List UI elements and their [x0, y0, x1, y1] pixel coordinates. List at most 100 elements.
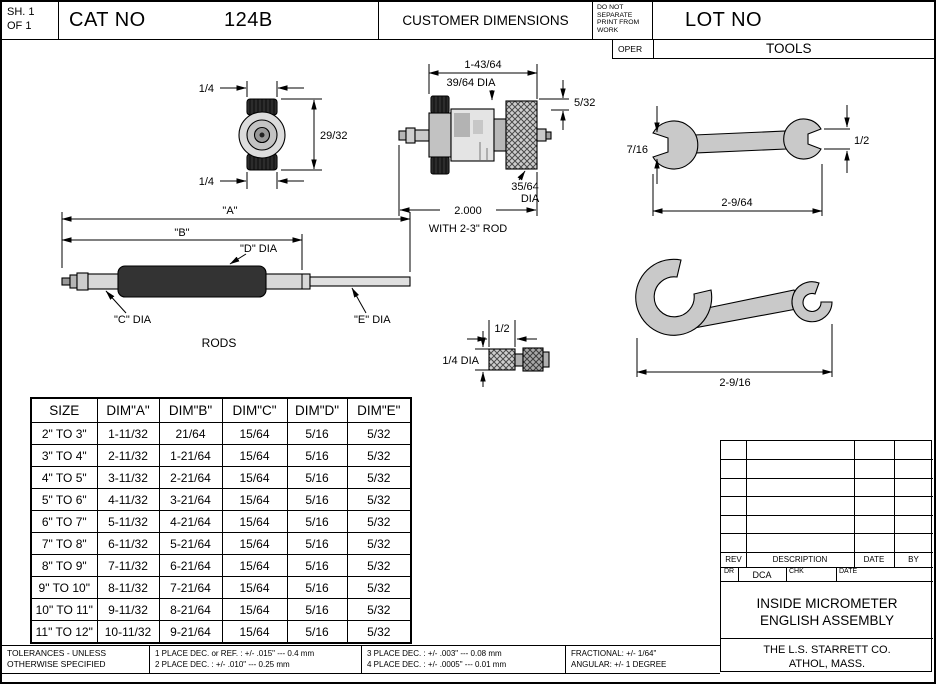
table-cell: 5/16: [286, 620, 348, 644]
dim-label: 1-43/64: [464, 59, 501, 71]
table-cell: 15/64: [221, 532, 288, 555]
grid-line: [721, 478, 933, 479]
cat-no-value: 124B: [224, 9, 273, 31]
company-name: THE L.S. STARRETT CO.: [763, 644, 891, 656]
dim-label: 1/4: [199, 176, 214, 188]
dim-label: 1/4: [199, 83, 214, 95]
grid-line: [836, 567, 837, 581]
sheet-number-cell: SH. 1 OF 1: [2, 2, 59, 39]
end-view-dimensions: 1/4 29/32 1/4: [199, 81, 348, 189]
table-header-cell: DIM"A": [96, 397, 160, 423]
dim-label: 2-9/64: [721, 197, 752, 209]
table-cell: 3" TO 4": [30, 444, 98, 467]
checked-by-label: CHK: [789, 568, 804, 575]
table-cell: 1-11/32: [96, 422, 160, 445]
by-column-header: BY: [908, 555, 919, 564]
note-label: WITH 2-3" ROD: [429, 223, 508, 235]
table-cell: 15/64: [221, 620, 288, 644]
table-cell: 5/32: [346, 510, 412, 533]
table-cell: 3-11/32: [96, 466, 160, 489]
grid-line: [721, 638, 933, 639]
customer-dimensions-cell: CUSTOMER DIMENSIONS: [379, 2, 593, 39]
table-cell: 15/64: [221, 422, 288, 445]
dim-label: 2.000: [454, 205, 482, 217]
table-cell: 5/16: [286, 576, 348, 599]
grid-line: [721, 552, 933, 553]
table-cell: 5/32: [346, 576, 412, 599]
table-cell: 6-11/32: [96, 532, 160, 555]
table-cell: 15/64: [221, 488, 288, 511]
tolerance-label-cell: TOLERANCES - UNLESS OTHERWISE SPECIFIED: [2, 646, 150, 673]
grid-line: [738, 567, 739, 581]
table-cell: 7" TO 8": [30, 532, 98, 555]
drawing-title-line1: INSIDE MICROMETER: [756, 596, 898, 611]
table-cell: 5-11/32: [96, 510, 160, 533]
dim-label: 1/2: [494, 323, 509, 335]
table-cell: 5/16: [286, 488, 348, 511]
tolerance-dec1: 1 PLACE DEC. or REF. : +/- .015" --- 0.4…: [155, 649, 315, 658]
table-cell: 8" TO 9": [30, 554, 98, 577]
table-cell: 2" TO 3": [30, 422, 98, 445]
table-cell: 5/32: [346, 444, 412, 467]
grid-line: [721, 496, 933, 497]
dim-label: 39/64 DIA: [447, 77, 497, 89]
table-cell: 4-11/32: [96, 488, 160, 511]
table-cell: 6" TO 7": [30, 510, 98, 533]
table-cell: 5/16: [286, 510, 348, 533]
company-location: ATHOL, MASS.: [788, 658, 866, 670]
tolerance-angular: ANGULAR: +/- 1 DEGREE: [571, 660, 667, 669]
table-cell: 3-21/64: [158, 488, 223, 511]
sheet-number-line1: SH. 1: [7, 6, 35, 18]
tolerance-dec2: 2 PLACE DEC. : +/- .010" --- 0.25 mm: [155, 660, 290, 669]
side-view-dimensions: 1-43/64 39/64 DIA 5/32 35/64 DIA 2.000 W…: [398, 59, 595, 235]
tolerance-fractional-cell: FRACTIONAL: +/- 1/64" ANGULAR: +/- 1 DEG…: [566, 646, 720, 673]
grid-line: [721, 515, 933, 516]
grid-line: [786, 567, 787, 581]
dim-label: "E" DIA: [354, 314, 391, 326]
header: SH. 1 OF 1 CAT NO 124B CUSTOMER DIMENSIO…: [2, 2, 934, 40]
table-cell: 5/16: [286, 554, 348, 577]
table-cell: 2-11/32: [96, 444, 160, 467]
dim-label: "C" DIA: [114, 314, 152, 326]
tools-cell: TOOLS: [654, 39, 934, 58]
table-cell: 5/32: [346, 554, 412, 577]
lot-no-cell: LOT NO: [653, 2, 934, 39]
table-cell: 9" TO 10": [30, 576, 98, 599]
grid-line: [746, 441, 747, 567]
table-cell: 5/16: [286, 532, 348, 555]
dim-label: 2-9/16: [719, 377, 750, 389]
rev-column-header: REV: [725, 555, 742, 564]
table-cell: 11" TO 12": [30, 620, 98, 644]
table-cell: 10-11/32: [96, 620, 160, 644]
tolerance-label-line2: OTHERWISE SPECIFIED: [7, 659, 106, 669]
tolerance-block: TOLERANCES - UNLESS OTHERWISE SPECIFIED …: [2, 645, 720, 674]
tolerance-dec4: 4 PLACE DEC. : +/- .0005" --- 0.01 mm: [367, 660, 507, 669]
table-cell: 5/16: [286, 444, 348, 467]
rod-assembly-dimensions: "A" "B" "D" DIA "C" DIA "E" DIA RODS: [61, 205, 411, 350]
grid-line: [721, 581, 933, 582]
table-cell: 5-21/64: [158, 532, 223, 555]
table-cell: 9-11/32: [96, 598, 160, 621]
table-cell: 5/16: [286, 422, 348, 445]
do-not-separate-stamp: DO NOT SEPARATE PRINT FROM WORK: [593, 2, 653, 39]
dim-label: "A": [222, 205, 237, 217]
dim-label: "B": [174, 227, 189, 239]
dim-label: 29/32: [320, 130, 348, 142]
dim-label: 5/32: [574, 97, 595, 109]
table-cell: 5" TO 6": [30, 488, 98, 511]
oper-tools-row: OPER TOOLS: [612, 39, 934, 59]
open-end-wrench: [652, 118, 822, 170]
table-cell: 8-11/32: [96, 576, 160, 599]
table-cell: 9-21/64: [158, 620, 223, 644]
table-cell: 4" TO 5": [30, 466, 98, 489]
lot-no-label: LOT NO: [685, 9, 763, 31]
tolerance-dec3: 3 PLACE DEC. : +/- .003" --- 0.08 mm: [367, 649, 502, 658]
grid-line: [721, 567, 933, 568]
table-cell: 5/32: [346, 488, 412, 511]
